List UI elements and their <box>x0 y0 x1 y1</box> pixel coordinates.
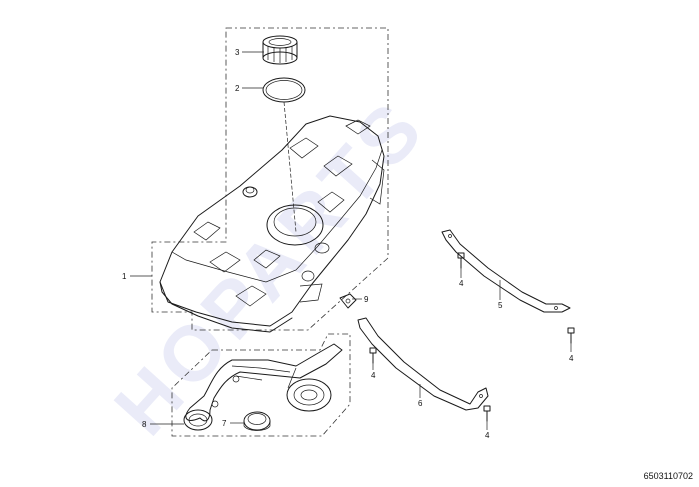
leader-lines <box>130 51 572 430</box>
watermark: HOPARTS <box>97 82 442 451</box>
part-9-clip <box>339 293 357 309</box>
callout-8: 8 <box>142 420 147 429</box>
part-4-bolt-d <box>483 405 491 422</box>
part-5-strap <box>441 229 571 313</box>
callout-6: 6 <box>418 399 423 408</box>
part-4-bolt-a <box>457 252 465 269</box>
callout-2: 2 <box>235 84 240 93</box>
assembly-boundary-tank <box>151 27 389 331</box>
callout-1: 1 <box>122 272 127 281</box>
part-1-fuel-tank <box>159 115 385 333</box>
part-4-bolt-b <box>567 327 575 344</box>
callout-9: 9 <box>364 295 369 304</box>
drawing-number: 6503110702 <box>643 471 693 481</box>
part-8-filler-neck <box>183 343 343 431</box>
part-6-strap <box>357 317 489 411</box>
callout-7: 7 <box>222 419 227 428</box>
part-4-bolt-c <box>369 347 377 364</box>
part-7-filler-cap <box>243 411 271 431</box>
callout-4-d: 4 <box>485 431 490 440</box>
part-2-gasket <box>262 77 306 103</box>
assembly-axis-line <box>283 101 297 233</box>
part-3-lock-ring <box>262 35 298 65</box>
callout-4-c: 4 <box>371 371 376 380</box>
callout-4-a: 4 <box>459 279 464 288</box>
callout-3: 3 <box>235 48 240 57</box>
callout-5: 5 <box>498 301 503 310</box>
callout-4-b: 4 <box>569 354 574 363</box>
assembly-boundary-filler <box>171 333 351 437</box>
